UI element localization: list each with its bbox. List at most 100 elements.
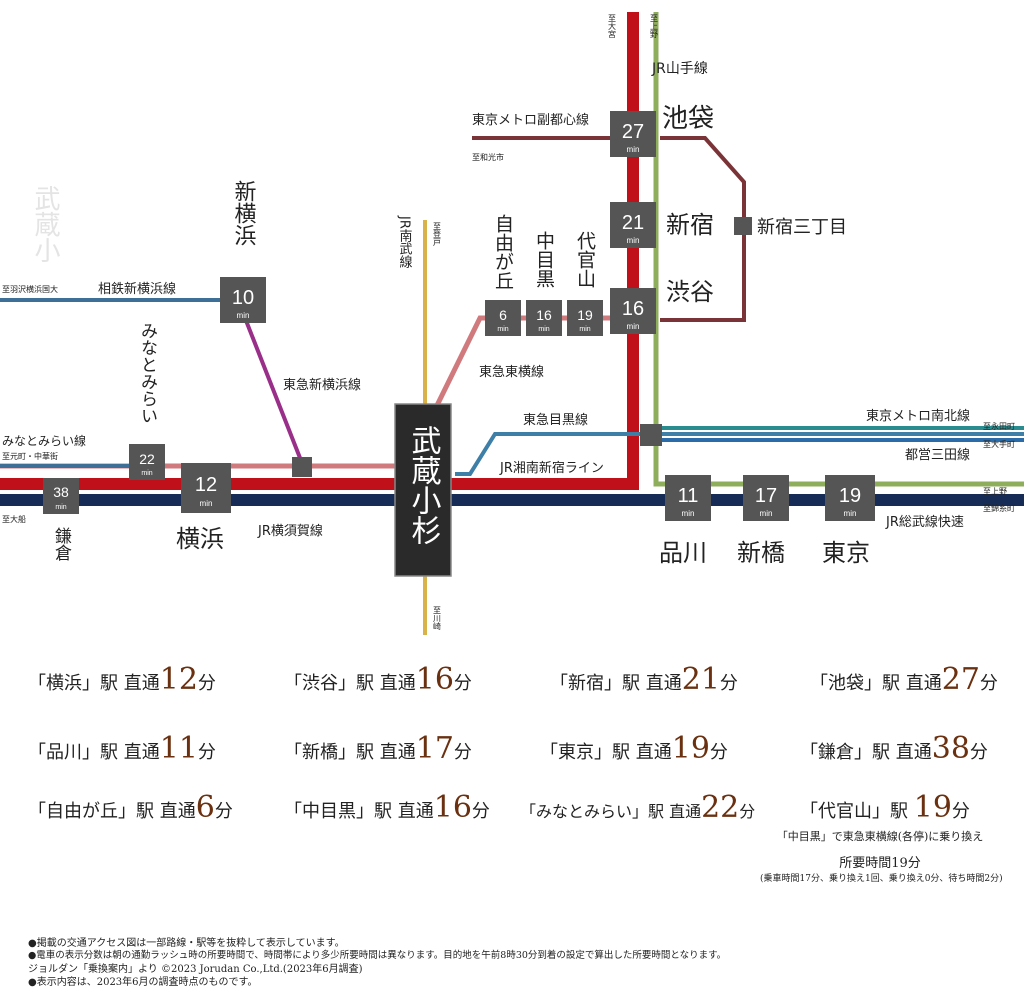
- svg-text:min: min: [497, 326, 508, 333]
- station-box-tokyo: 19 min: [825, 475, 875, 521]
- svg-text:min: min: [760, 509, 773, 518]
- line-minatomirai: みなとみらい線: [2, 433, 86, 448]
- svg-text:11: 11: [678, 485, 699, 507]
- dir-wakoshi: 至和光市: [472, 152, 504, 162]
- label-kamakura: 鎌倉: [51, 527, 72, 561]
- station-box-meguro-junction: [640, 424, 662, 446]
- footnote-3: ジョルダン「乗換案内」より ©2023 Jorudan Co.,Ltd.(202…: [28, 964, 363, 975]
- label-jiyugaoka: 自由が丘: [492, 214, 514, 290]
- svg-text:min: min: [237, 311, 250, 320]
- line-sobu: JR総武線快速: [885, 514, 964, 530]
- station-box-shinjuku3: [734, 217, 752, 235]
- time-shimbashi: 「新橋」駅 直通17分: [284, 731, 472, 766]
- dir-kinshicho: 至錦糸町: [983, 503, 1015, 513]
- svg-text:38: 38: [53, 484, 69, 500]
- svg-text:min: min: [627, 145, 640, 154]
- line-shonan: JR湘南新宿ライン: [499, 460, 604, 476]
- svg-text:min: min: [627, 236, 640, 245]
- station-box-daikanyama: 19 min: [567, 300, 603, 336]
- svg-text:12: 12: [195, 474, 217, 496]
- time-nakameguro: 「中目黒」駅 直通16分: [284, 790, 490, 825]
- footnote-2: ●電車の表示分数は朝の通勤ラッシュ時の所要時間で、時間帯により多少所要時間は異な…: [28, 950, 727, 961]
- svg-text:21: 21: [622, 212, 644, 234]
- faint-title: 武蔵小: [30, 185, 60, 263]
- line-soutetsu: 相鉄新横浜線: [98, 281, 176, 297]
- dir-otemachi: 至大手町: [983, 439, 1015, 449]
- svg-text:19: 19: [839, 485, 861, 507]
- station-box-musashikosugi: 武蔵小杉: [394, 403, 452, 577]
- dir-ueno-top: 至上野: [650, 14, 659, 38]
- svg-text:min: min: [844, 509, 857, 518]
- route-map: 武蔵小 27 min 21 min 16 min 6 min 16: [0, 12, 1024, 635]
- daikanyama-note-3: (乗車時間17分、乗り換え1回、乗り換え0分、待ち時間2分): [760, 874, 1003, 884]
- station-box-toyoko-junction: [292, 457, 312, 477]
- station-box-yokohama: 12 min: [181, 463, 231, 513]
- time-kamakura: 「鎌倉」駅 直通38分: [800, 731, 988, 766]
- line-namboku: 東京メトロ南北線: [866, 408, 970, 424]
- station-box-shibuya: 16 min: [610, 288, 656, 334]
- label-shibuya: 渋谷: [666, 278, 714, 306]
- line-yamanote: JR山手線: [651, 61, 708, 77]
- time-jiyugaoka: 「自由が丘」駅 直通6分: [28, 790, 233, 825]
- footnote-1: ●掲載の交通アクセス図は一部路線・駅等を抜粋して表示しています。: [28, 938, 345, 949]
- svg-text:16: 16: [536, 307, 552, 323]
- station-box-shinjuku: 21 min: [610, 202, 656, 248]
- fukutoshin-line: [472, 136, 746, 322]
- time-yokohama: 「横浜」駅 直通12分: [28, 662, 216, 697]
- label-shinjuku3: 新宿三丁目: [757, 217, 847, 238]
- dir-nagatacho: 至永田町: [983, 421, 1015, 431]
- time-tokyo: 「東京」駅 直通19分: [540, 731, 728, 766]
- station-box-ikebukuro: 27 min: [610, 111, 656, 157]
- line-tokyu-shinyoko: 東急新横浜線: [283, 377, 361, 393]
- station-box-minatomirai: 22 min: [129, 444, 165, 480]
- station-box-shimbashi: 17 min: [743, 475, 789, 521]
- line-yokosuka: JR横須賀線: [257, 523, 323, 539]
- time-shibuya: 「渋谷」駅 直通16分: [284, 662, 472, 697]
- station-box-nakameguro: 16 min: [526, 300, 562, 336]
- svg-text:17: 17: [755, 485, 777, 507]
- label-tokyo: 東京: [822, 539, 870, 567]
- station-box-shinyokohama: 10 min: [220, 277, 266, 323]
- station-box-kamakura: 38 min: [43, 478, 79, 514]
- dir-motomachi: 至元町・中華街: [2, 451, 58, 461]
- line-meguro: 東急目黒線: [523, 412, 588, 428]
- label-shinjuku: 新宿: [666, 211, 714, 239]
- meguro-line: [455, 432, 1024, 476]
- label-yokohama: 横浜: [176, 525, 224, 553]
- line-fukutoshin: 東京メトロ副都心線: [472, 112, 589, 128]
- daikanyama-note-2: 所要時間19分: [839, 856, 921, 871]
- daikanyama-note-1: 「中目黒」で東急東横線(各停)に乗り換え: [776, 830, 984, 843]
- svg-text:min: min: [579, 326, 590, 333]
- svg-text:武蔵小杉: 武蔵小杉: [406, 425, 442, 545]
- svg-text:27: 27: [622, 121, 644, 143]
- svg-text:6: 6: [499, 307, 507, 323]
- tokyu-shinyoko-line: [243, 317, 304, 464]
- dir-ofuna: 至大船: [2, 514, 26, 524]
- label-ikebukuro: 池袋: [662, 104, 714, 134]
- label-daikanyama: 代官山: [574, 231, 596, 288]
- dir-omiya: 至大宮: [608, 14, 617, 39]
- footnote-4: ●表示内容は、2023年6月の調査時点のものです。: [28, 977, 258, 988]
- line-mita: 都営三田線: [905, 447, 970, 463]
- label-nakameguro: 中目黒: [533, 231, 555, 288]
- dir-kawasaki: 至川崎: [433, 606, 442, 630]
- svg-text:min: min: [200, 499, 213, 508]
- svg-text:min: min: [627, 322, 640, 331]
- dir-hanezawa: 至羽沢横浜国大: [2, 284, 58, 294]
- svg-text:min: min: [538, 326, 549, 333]
- label-shimbashi: 新橋: [737, 539, 785, 567]
- svg-text:min: min: [55, 504, 66, 511]
- label-minatomirai: みなとみらい: [137, 322, 157, 424]
- time-shinagawa: 「品川」駅 直通11分: [28, 731, 216, 766]
- svg-text:10: 10: [232, 287, 254, 309]
- svg-text:min: min: [682, 509, 695, 518]
- dir-ueno-right: 至上野: [983, 487, 1007, 496]
- yamanote-line: [653, 12, 1024, 487]
- svg-text:16: 16: [622, 298, 644, 320]
- time-daikanyama: 「代官山」駅 19分: [800, 790, 970, 825]
- time-minatomirai: 「みなとみらい」駅 直通22分: [520, 790, 756, 825]
- line-toyoko: 東急東横線: [479, 364, 544, 380]
- label-shinagawa: 品川: [659, 539, 707, 567]
- station-box-shinagawa: 11 min: [665, 475, 711, 521]
- svg-text:19: 19: [577, 307, 593, 323]
